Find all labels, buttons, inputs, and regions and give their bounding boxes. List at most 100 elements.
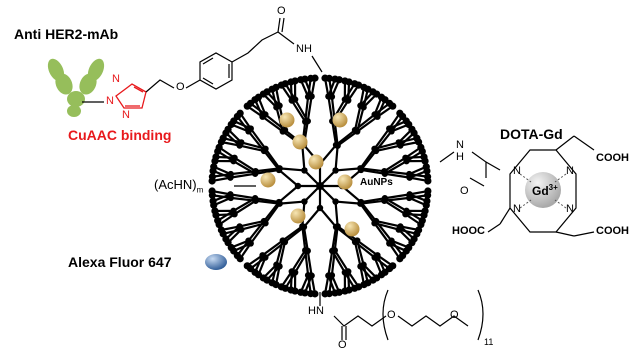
dendrimer-bead [325, 272, 331, 278]
dendrimer-bead [334, 142, 340, 148]
dendrimer-bead [209, 187, 216, 194]
dendrimer-bead [280, 128, 286, 134]
gd-symbol: Gd [532, 184, 549, 198]
dendrimer-bead [406, 174, 412, 180]
dendrimer-bead [211, 207, 218, 214]
dendrimer-bead [301, 167, 307, 173]
dendrimer-bead [333, 224, 339, 230]
gold-nanoparticle [338, 175, 353, 190]
dendrimer-bead [371, 220, 377, 226]
dendrimer-bead [210, 163, 217, 170]
dendrimer-bead [278, 283, 285, 290]
dendrimer-bead [357, 200, 363, 206]
dendrimer-bead [345, 97, 351, 103]
dendrimer-branch [320, 208, 336, 227]
dendrimer-bead [321, 290, 328, 297]
gd-ion-label: Gd3+ [532, 184, 558, 197]
dendrimer-bead [302, 118, 308, 124]
dendrimer-bead [360, 104, 366, 110]
dendrimer-bead [289, 268, 295, 274]
ether-oxygen: O [176, 82, 185, 93]
cuaac-label: CuAAC binding [68, 128, 171, 142]
dendrimer-bead [417, 221, 424, 228]
dendrimer-bead [329, 248, 335, 254]
dendrimer-bead [317, 205, 323, 211]
achn-label: (AcHN)m [154, 178, 203, 195]
gold-nanoparticle [291, 209, 306, 224]
dendrimer-bead [341, 287, 348, 294]
dendrimer-bead [269, 279, 276, 286]
dendrimer-bead [209, 173, 216, 180]
dendrimer-bead [397, 142, 403, 148]
dendrimer-bead [405, 121, 412, 128]
dendrimer-bead [421, 157, 428, 164]
dendrimer-bead [297, 289, 304, 296]
dendrimer-branch [338, 131, 358, 145]
dendrimer-bead [273, 104, 279, 110]
dendrimer-bead [269, 86, 276, 93]
dendrimer-bead [396, 226, 402, 232]
dendrimer-bead [329, 94, 335, 100]
cooh-top-right: COOH [596, 153, 629, 164]
amide-nh-top: NH [296, 44, 312, 55]
dendrimer-bead [252, 195, 258, 201]
dendrimer-bead [299, 223, 305, 229]
dendrimer-bead [336, 76, 343, 83]
dendrimer-branch [283, 226, 303, 240]
dendrimer-bead [262, 146, 268, 152]
dota-n-top-right: N [566, 166, 574, 177]
dendrimer-bead [218, 226, 225, 233]
dendrimer-bead [326, 75, 333, 82]
carbonyl-oxygen-bottom: O [338, 340, 347, 351]
dendrimer-branch [360, 149, 374, 169]
dendrimer-bead [413, 230, 420, 237]
gold-nanoparticle [280, 113, 295, 128]
dendrimer-bead [224, 126, 231, 133]
dendrimer-bead [382, 171, 388, 177]
dendrimer-branch [361, 151, 376, 170]
dendrimer-branch [265, 204, 279, 224]
dendrimer-bead [408, 239, 415, 246]
antibody-label: Anti HER2-mAb [14, 27, 118, 41]
dendrimer-bead [424, 177, 431, 184]
dendrimer-bead [424, 192, 431, 199]
dendrimer-bead [371, 254, 377, 260]
dendrimer-bead [386, 265, 393, 272]
dendrimer-bead [419, 148, 426, 155]
dendrimer-branch [264, 202, 279, 221]
dendrimer-bead [352, 239, 358, 245]
dendrimer-bead [423, 167, 430, 174]
dendrimer-bead [220, 135, 227, 142]
dendrimer-bead [230, 208, 236, 214]
dendrimer-bead [278, 82, 285, 89]
dendrimer-branch [360, 204, 374, 224]
dendrimer-bead [355, 82, 362, 89]
dendrimer-bead [358, 167, 364, 173]
amide-h-dota: H [456, 152, 464, 163]
triazole-n3: N [122, 110, 130, 121]
dendrimer-bead [287, 286, 294, 293]
dendrimer-bead [237, 110, 244, 117]
antibody-icon [45, 56, 108, 117]
dendrimer-bead [302, 247, 308, 253]
triazole-n1: N [106, 96, 114, 107]
dendrimer-bead [403, 158, 409, 164]
dendrimer-branch [279, 170, 298, 186]
dendrimer-bead [248, 125, 254, 131]
dendrimer-bead [252, 168, 258, 174]
dendrimer-bead [399, 113, 406, 120]
dendrimer-bead [260, 90, 267, 97]
dendrimer-bead [369, 276, 376, 283]
gold-nanoparticle [333, 113, 348, 128]
dendrimer-bead [227, 191, 233, 197]
dendrimer-bead [316, 182, 324, 190]
dendrimer-bead [403, 247, 410, 254]
dendrimer-bead [373, 90, 380, 97]
dendrimer-bead [244, 262, 251, 269]
dendrimer-bead [214, 217, 221, 224]
amide-hn-bottom: HN [308, 306, 324, 317]
dendrimer-bead [209, 197, 216, 204]
dendrimer-bead [307, 75, 314, 82]
